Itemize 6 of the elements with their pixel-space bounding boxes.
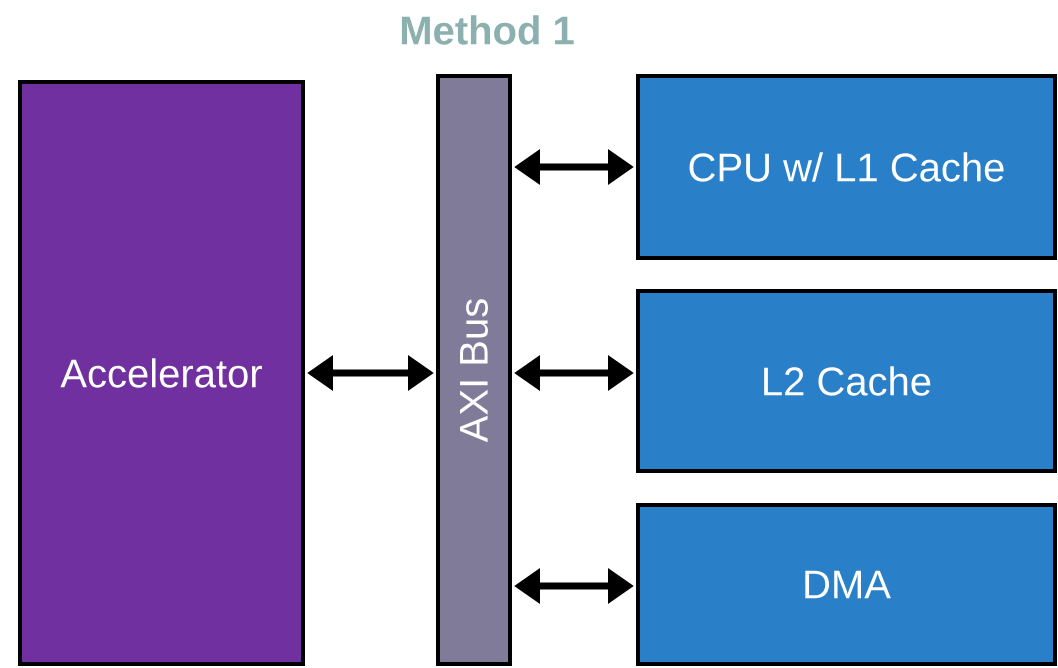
title: Method 1 bbox=[401, 15, 574, 45]
component-block: DMA bbox=[636, 503, 1057, 666]
accelerator-block: Accelerator bbox=[18, 80, 305, 666]
component-block: L2 Cache bbox=[636, 289, 1057, 473]
bus-bar: AXI Bus bbox=[436, 74, 512, 666]
component-block: CPU w/ L1 Cache bbox=[636, 74, 1057, 260]
